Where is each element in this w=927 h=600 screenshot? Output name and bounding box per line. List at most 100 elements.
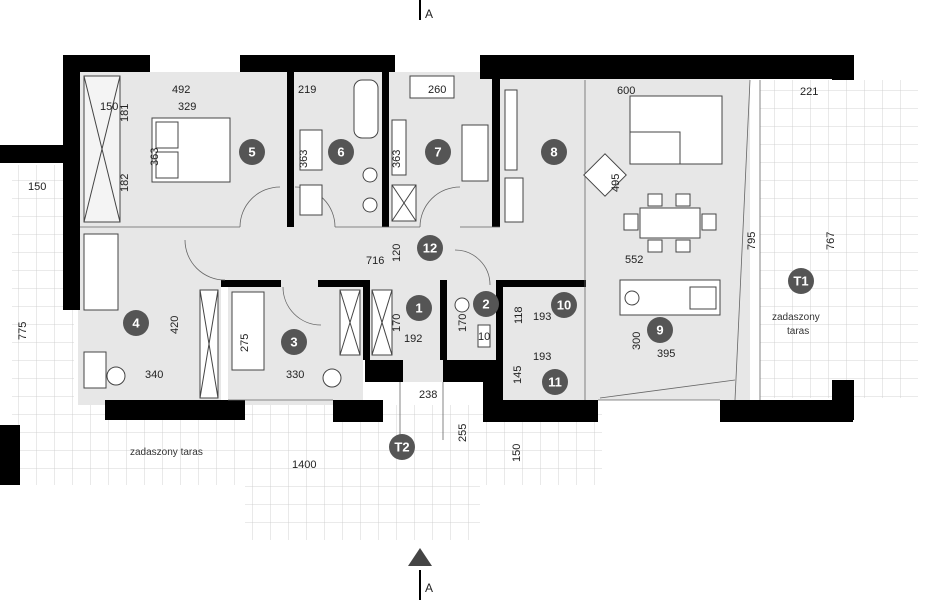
room-marker-circle	[239, 139, 265, 165]
room-marker-circle	[788, 268, 814, 294]
dim-219: 219	[298, 84, 316, 96]
room-marker-label: 8	[550, 145, 557, 160]
room-marker-circle	[389, 434, 415, 460]
room-marker-circle	[328, 139, 354, 165]
dim-193-b: 193	[533, 351, 551, 363]
dim-340: 340	[145, 369, 163, 381]
dim-330: 330	[286, 369, 304, 381]
dim-552: 552	[625, 254, 643, 266]
dim-300: 300	[631, 332, 643, 350]
room-marker-room-12: 12	[417, 235, 443, 261]
room-marker-label: 10	[557, 298, 571, 313]
dim-255: 255	[457, 424, 469, 442]
desk-4	[83, 351, 107, 389]
room-marker-room-5: 5	[239, 139, 265, 165]
walls	[0, 55, 854, 485]
terrace-t1-text-line2: taras	[787, 326, 809, 337]
room-marker-circle	[551, 292, 577, 318]
room-marker-circle	[123, 310, 149, 336]
armchair	[583, 153, 627, 197]
room-marker-label: 7	[434, 145, 441, 160]
dim-767: 767	[825, 232, 837, 250]
room-marker-label: T1	[793, 274, 808, 289]
sink-6	[299, 129, 323, 171]
room-marker-room-4: 4	[123, 310, 149, 336]
wardrobe-7	[391, 119, 407, 176]
dining-table	[639, 207, 701, 239]
room-marker-label: 12	[423, 241, 437, 256]
room-marker-label: 11	[548, 375, 562, 390]
dim-118: 118	[513, 306, 525, 324]
terrace-t1-text-line1: zadaszony	[772, 312, 820, 323]
dim-192: 192	[404, 333, 422, 345]
section-label-top: A	[425, 7, 433, 21]
dim-193-a: 193	[533, 311, 551, 323]
kitchen-column	[504, 89, 518, 171]
room-marker-label: 4	[132, 316, 140, 331]
room-marker-label: 3	[290, 335, 297, 350]
dim-363-c: 363	[391, 150, 403, 168]
room-marker-circle	[542, 369, 568, 395]
terrace-east	[760, 80, 918, 398]
dim-182: 182	[119, 174, 131, 192]
dim-363-a: 363	[149, 148, 161, 166]
dim-181: 181	[119, 104, 131, 122]
bed-3	[231, 291, 265, 371]
room-marker-circle	[425, 139, 451, 165]
room-marker-room-11: 11	[542, 369, 568, 395]
terrace-t2-text: zadaszony taras	[130, 447, 203, 458]
dim-495: 495	[610, 174, 622, 192]
dim-221: 221	[800, 86, 818, 98]
furniture	[83, 75, 723, 399]
dim-716: 716	[366, 255, 384, 267]
room-marker-label: 9	[656, 323, 663, 338]
dim-260: 260	[428, 84, 446, 96]
dim-420: 420	[169, 316, 181, 334]
dim-238: 238	[419, 389, 437, 401]
sofa-7	[461, 124, 489, 182]
bathtub	[353, 79, 379, 139]
room-marker-label: T2	[394, 440, 409, 455]
room-marker-label: 2	[482, 297, 489, 312]
dim-363-b: 363	[298, 150, 310, 168]
room-marker-circle	[541, 139, 567, 165]
dim-275: 275	[239, 334, 251, 352]
stove	[504, 177, 524, 223]
dim-150-c: 150	[511, 444, 523, 462]
desk-7	[409, 75, 455, 99]
room-marker-label: 6	[337, 145, 344, 160]
dim-492: 492	[172, 84, 190, 96]
room-marker-room-7: 7	[425, 139, 451, 165]
room-marker-circle	[473, 291, 499, 317]
room-marker-room-10: 10	[551, 292, 577, 318]
room-marker-circle	[406, 295, 432, 321]
room-marker-room-1: 1	[406, 295, 432, 321]
terrace-texts: zadaszony taras zadaszony taras	[130, 312, 820, 458]
room-marker-label: 5	[248, 145, 255, 160]
section-mark-top: A	[419, 0, 433, 21]
section-label-bottom: A	[425, 581, 433, 595]
room-marker-room-6: 6	[328, 139, 354, 165]
toilet-6	[299, 184, 323, 216]
room-marker-circle	[647, 317, 673, 343]
plan-lines	[80, 79, 761, 440]
section-mark-bottom: A	[408, 548, 433, 600]
dim-120: 120	[391, 244, 403, 262]
dim-150-a: 150	[100, 101, 118, 113]
room-marker-room-3: 3	[281, 329, 307, 355]
dim-329: 329	[178, 101, 196, 113]
dim-600: 600	[617, 85, 635, 97]
dim-150-b: 150	[28, 181, 46, 193]
dim-395: 395	[657, 348, 675, 360]
dim-170-b: 170	[457, 314, 469, 332]
dimension-labels: 492 150 329 181 363 182 219 363 260 363 …	[17, 84, 837, 471]
terrace-south-extension	[245, 440, 480, 540]
dim-145: 145	[512, 366, 524, 384]
room-marker-room-2: 2	[473, 291, 499, 317]
dim-10: 10	[478, 331, 490, 343]
dim-775: 775	[17, 322, 29, 340]
room-marker-terrace-1: T1	[788, 268, 814, 294]
dim-795: 795	[746, 232, 758, 250]
room-marker-terrace-2: T2	[389, 434, 415, 460]
